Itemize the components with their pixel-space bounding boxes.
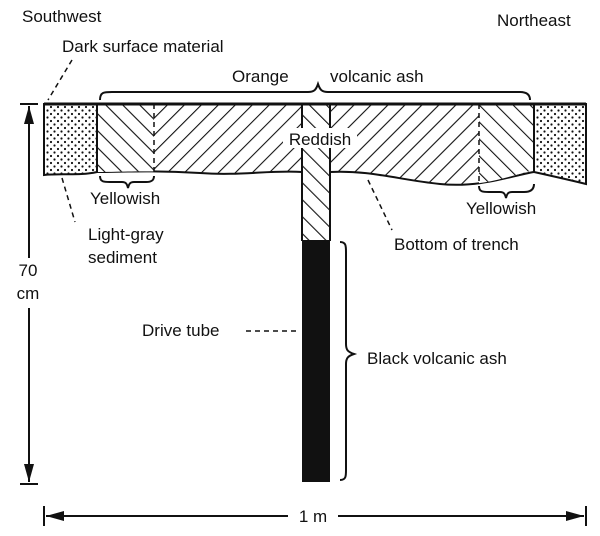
volcanic-ash-label: volcanic ash <box>330 67 424 86</box>
light-gray-label-line1: Light-gray <box>88 225 164 244</box>
depth-value-label: 70 <box>19 261 38 280</box>
bottom-of-trench-leader <box>367 179 393 231</box>
southwest-label: Southwest <box>22 7 102 26</box>
light-gray-sediment-right <box>533 103 587 186</box>
drive-tube-label: Drive tube <box>142 321 219 340</box>
yellowish-right-brace <box>478 183 535 199</box>
depth-unit-label: cm <box>17 284 40 303</box>
northeast-label: Northeast <box>497 11 571 30</box>
dark-surface-material-label: Dark surface material <box>62 37 224 56</box>
bottom-of-trench-label: Bottom of trench <box>394 235 519 254</box>
orange-label: Orange <box>232 67 289 86</box>
black-volcanic-ash-core <box>302 240 330 482</box>
yellowish-right-label: Yellowish <box>466 199 536 218</box>
black-volcanic-ash-label: Black volcanic ash <box>367 349 507 368</box>
light-gray-label-line2: sediment <box>88 248 157 267</box>
width-label: 1 m <box>299 507 327 526</box>
dark-surface-leader <box>47 59 73 101</box>
reddish-label: Reddish <box>289 130 351 149</box>
yellowish-left-label: Yellowish <box>90 189 160 208</box>
light-gray-sediment-left <box>43 103 98 177</box>
yellowish-left-brace <box>99 175 155 189</box>
light-gray-leader <box>61 177 76 223</box>
black-ash-brace <box>339 241 358 481</box>
orange-ash-brace <box>99 80 531 101</box>
